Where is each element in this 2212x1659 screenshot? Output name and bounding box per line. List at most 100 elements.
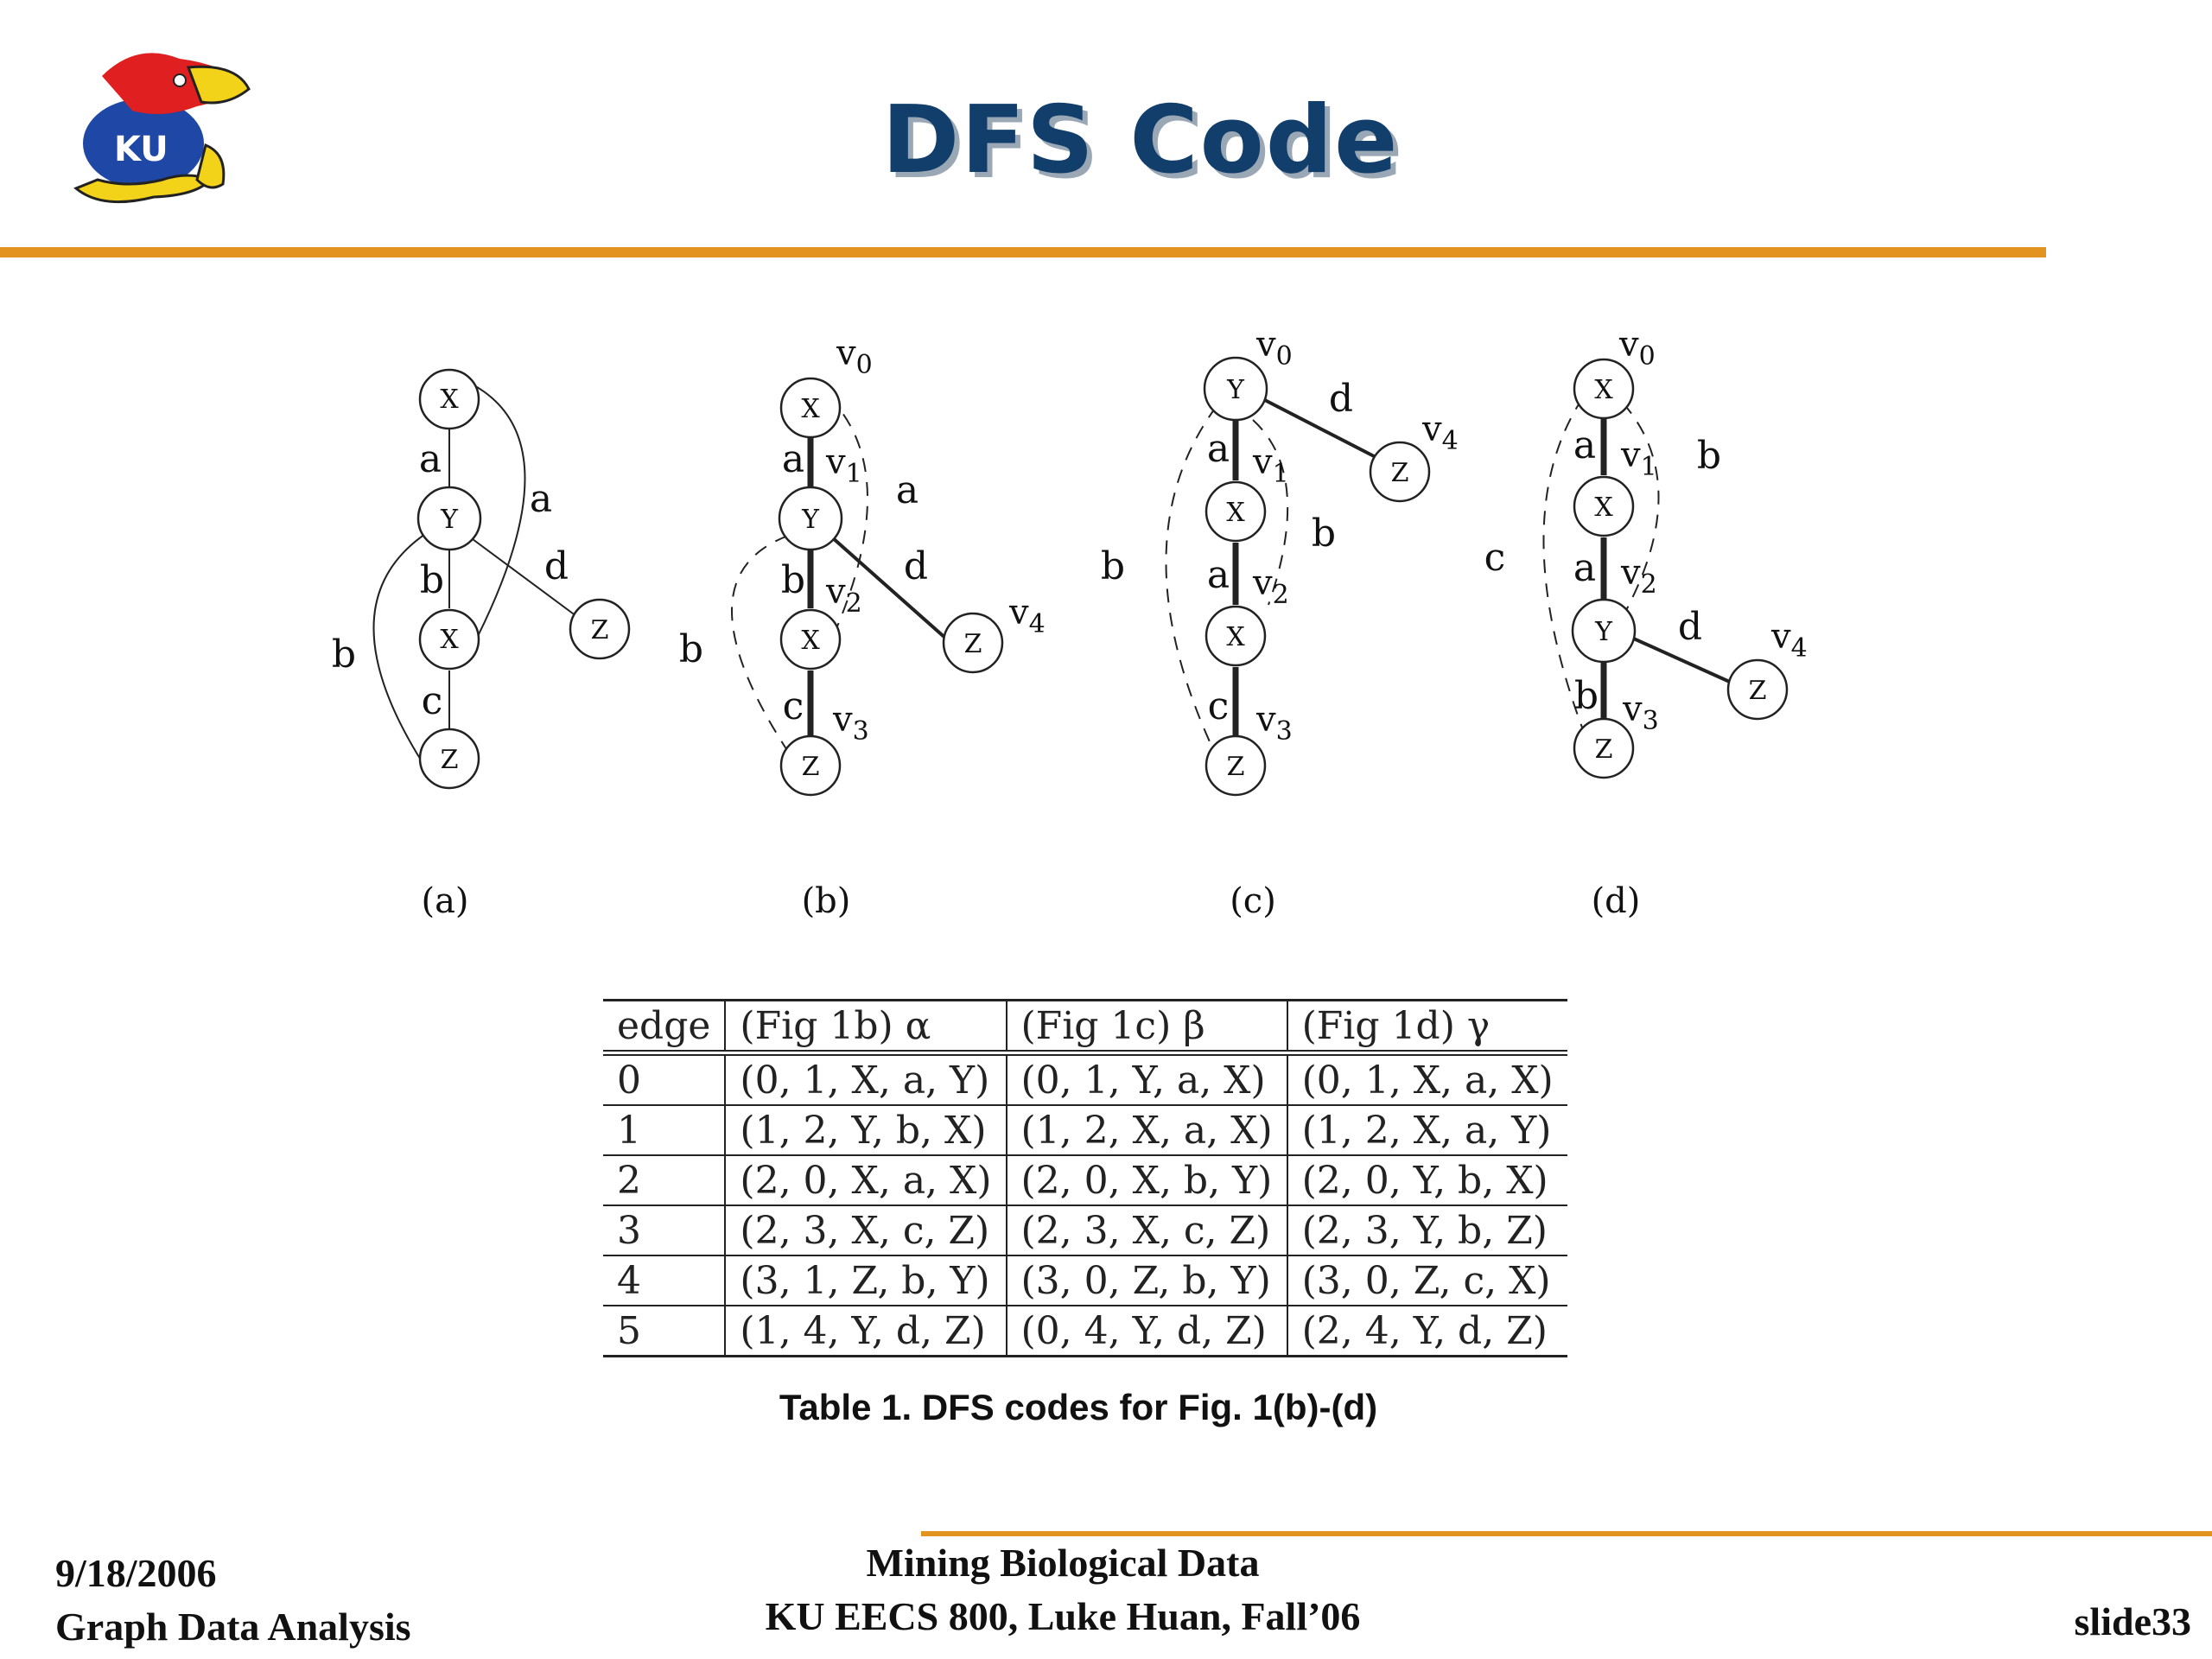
node-d-2 <box>1571 598 1637 664</box>
node-label: Z <box>1595 734 1613 765</box>
table-header-row: edge (Fig 1b) α (Fig 1c) β (Fig 1d) γ <box>603 1000 1567 1053</box>
node-label: X <box>440 625 459 655</box>
edge-a-arc-a <box>470 383 526 651</box>
node-c-3 <box>1205 734 1267 797</box>
node-label: X <box>1594 493 1613 523</box>
ku-logo-text: KU <box>114 130 168 169</box>
vertex-label-d4: v4 <box>1770 617 1808 664</box>
table-cell: (1, 2, Y, b, X) <box>724 1105 1007 1155</box>
table: edge (Fig 1b) α (Fig 1c) β (Fig 1d) γ 0 … <box>603 999 1567 1357</box>
vertex-label-b4: v4 <box>1008 593 1046 639</box>
vertex-label-c0: v0 <box>1255 325 1293 372</box>
node-d-4 <box>1726 658 1789 721</box>
dfs-code-table: edge (Fig 1b) α (Fig 1c) β (Fig 1d) γ 0 … <box>603 999 1567 1357</box>
edge-c-dashed-b1 <box>1252 419 1289 606</box>
edge-label: b <box>781 558 805 602</box>
ku-jayhawk-logo: KU <box>73 53 251 204</box>
edge-d-dashed-c <box>1542 397 1586 735</box>
table-cell: 3 <box>617 1208 641 1253</box>
edge-label: b <box>332 632 356 677</box>
node-b-3 <box>779 734 842 797</box>
table-cell: (2, 3, X, c, Z) <box>724 1205 1007 1255</box>
table-cell: (1, 4, Y, d, Z) <box>724 1306 1007 1357</box>
edge-label: d <box>1678 605 1702 649</box>
node-d-1 <box>1573 475 1635 537</box>
node-c-2 <box>1205 605 1267 667</box>
edge-label: d <box>544 544 569 588</box>
footer-date: 9/18/2006 <box>55 1551 217 1595</box>
table-cell: 0 <box>617 1058 641 1103</box>
node-b-2 <box>779 608 842 671</box>
table-cell: (0, 1, X, a, Y) <box>724 1052 1007 1105</box>
table-row: 5 (1, 4, Y, d, Z) (0, 4, Y, d, Z) (2, 4,… <box>603 1306 1567 1357</box>
node-label: Y <box>1226 375 1245 405</box>
vertex-label-b3: v3 <box>832 700 869 747</box>
edge-label: b <box>420 558 444 602</box>
node-c-0 <box>1203 356 1268 422</box>
node-label: Z <box>441 745 459 775</box>
edge-label: d <box>904 544 928 588</box>
edge-b-y-z <box>830 536 949 641</box>
table-cell: (0, 1, X, a, X) <box>1286 1052 1567 1105</box>
table-caption: Table 1. DFS codes for Fig. 1(b)-(d) <box>779 1387 1378 1427</box>
edge-label: a <box>896 468 918 512</box>
vertex-label-d2: v2 <box>1620 553 1657 600</box>
table-cell: (3, 0, Z, c, X) <box>1286 1255 1567 1306</box>
edge-label: a <box>1573 546 1596 590</box>
edge-a-arc-b <box>372 531 429 772</box>
table-header: (Fig 1c) β <box>1005 1000 1287 1053</box>
edge-label: b <box>1574 674 1599 718</box>
vertex-label-c3: v3 <box>1255 700 1293 747</box>
table-row: 0 (0, 1, X, a, Y) (0, 1, Y, a, X) (0, 1,… <box>603 1052 1567 1105</box>
edge-label: a <box>530 477 552 521</box>
top-divider <box>0 247 2046 257</box>
bottom-divider <box>921 1531 2212 1536</box>
edge-label: a <box>1207 427 1230 471</box>
table-cell: (1, 2, X, a, Y) <box>1286 1105 1567 1155</box>
node-label: Z <box>1227 752 1245 782</box>
node-label: Z <box>802 752 820 782</box>
vertex-label-c2: v2 <box>1252 563 1289 610</box>
node-label: X <box>1226 622 1245 652</box>
table-cell: (0, 1, Y, a, X) <box>1005 1052 1287 1105</box>
table-cell: (2, 0, X, a, X) <box>724 1155 1007 1205</box>
node-label: Y <box>1594 617 1613 647</box>
table-cell: (2, 0, Y, b, X) <box>1286 1155 1567 1205</box>
vertex-label-c1: v1 <box>1252 442 1289 489</box>
edge-label: a <box>782 437 804 481</box>
edge-label: a <box>419 437 442 481</box>
edge-label: a <box>1207 553 1230 597</box>
table-cell: (2, 3, X, c, Z) <box>1005 1205 1287 1255</box>
dfs-figure: X Y X Z Z X Y X Z Z Y X X Z Z X X Y Z Z … <box>311 320 1866 942</box>
node-label: X <box>440 385 459 415</box>
vertex-label-c4: v4 <box>1421 410 1459 456</box>
edge-label: a <box>1573 423 1596 467</box>
table-row: 3 (2, 3, X, c, Z) (2, 3, X, c, Z) (2, 3,… <box>603 1205 1567 1255</box>
edge-label: c <box>1484 536 1506 580</box>
node-label: X <box>1594 375 1613 405</box>
node-label: X <box>801 394 820 424</box>
table-cell: 1 <box>617 1108 641 1153</box>
table-cell: 5 <box>617 1308 641 1353</box>
edge-label: b <box>1101 544 1125 588</box>
edge-label: b <box>679 627 703 671</box>
vertex-label-b1: v1 <box>825 442 862 489</box>
panel-label-c: (c) <box>1230 881 1276 921</box>
edge-a-y-z <box>472 538 581 620</box>
node-label: X <box>801 626 820 656</box>
graph-diagram: X Y X Z Z X Y X Z Z Y X X Z Z X X Y Z Z … <box>332 325 1808 921</box>
node-label: Z <box>1749 676 1767 706</box>
table-cell: (2, 0, X, b, Y) <box>1005 1155 1287 1205</box>
vertex-label-d3: v3 <box>1622 690 1659 736</box>
node-d-3 <box>1573 717 1635 779</box>
footer-subtitle: Graph Data Analysis <box>55 1605 411 1649</box>
table-cell: (1, 2, X, a, X) <box>1005 1105 1287 1155</box>
edge-label: b <box>1312 512 1336 556</box>
node-label: X <box>1226 498 1245 528</box>
node-label: Y <box>801 505 820 535</box>
edge-label: d <box>1329 377 1353 421</box>
node-label: Z <box>591 615 609 645</box>
slide-number: slide33 <box>2074 1599 2191 1643</box>
node-d-0 <box>1573 358 1635 420</box>
panel-label-b: (b) <box>802 881 851 921</box>
